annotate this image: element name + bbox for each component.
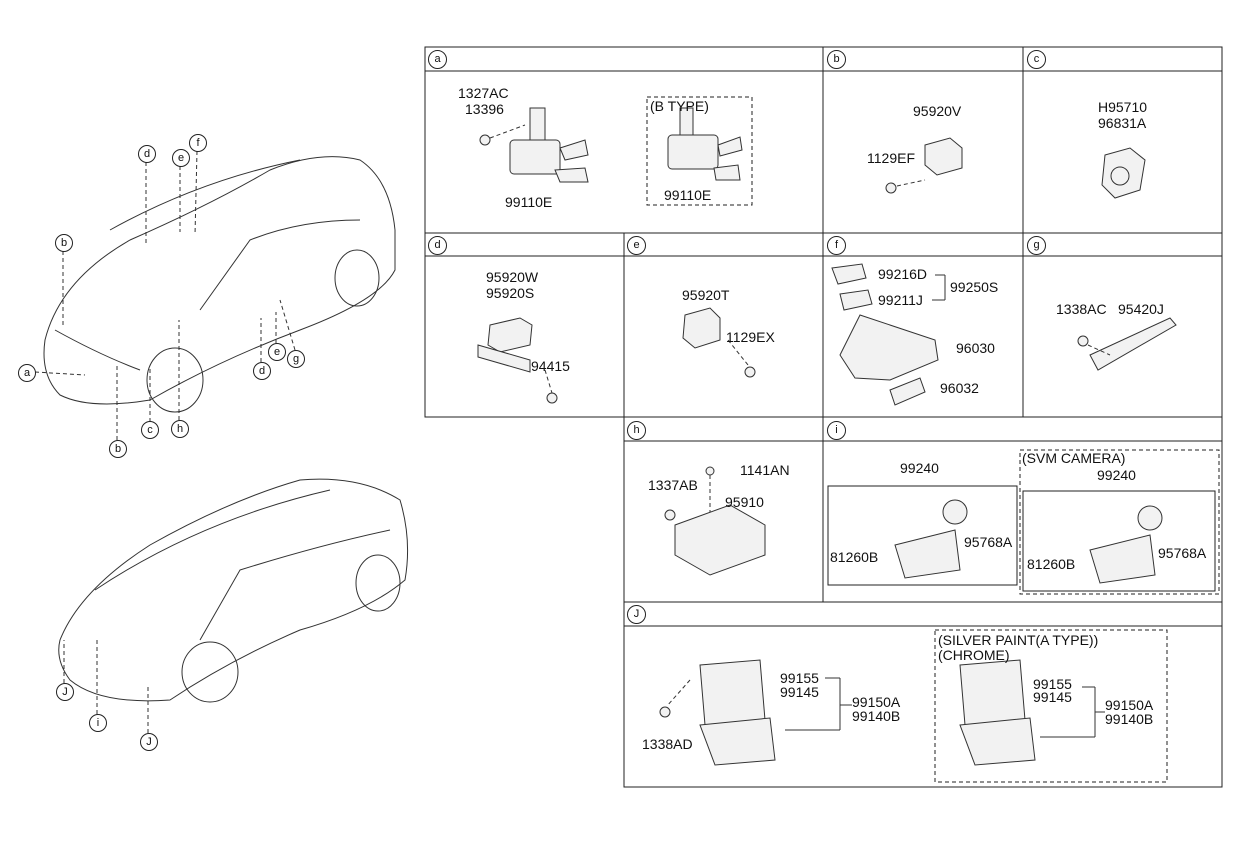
part-label: 81260B <box>1027 556 1076 572</box>
part-99155-silver <box>959 659 1026 726</box>
section-tag-j: J <box>627 605 646 624</box>
part-label: 99110E <box>505 194 553 210</box>
part-label: 1327AC <box>458 85 509 101</box>
part-99240-svm <box>1137 505 1163 531</box>
part-81260b-svm <box>1089 534 1156 584</box>
part-label: 99216D <box>878 266 928 282</box>
section-tag-b: b <box>827 50 846 69</box>
part-label: 99240 <box>900 460 939 476</box>
callout-f: f <box>189 134 207 152</box>
callout-e: e <box>268 343 286 361</box>
part-99240 <box>942 499 968 525</box>
part-label: 99110E <box>664 187 712 203</box>
part-label: 1337AB <box>648 477 698 493</box>
part-99211j <box>839 289 873 311</box>
part-label: 95920V <box>913 103 962 119</box>
chrome-label: (CHROME) <box>938 647 1010 663</box>
part-95920w <box>487 317 533 353</box>
callout-c: c <box>141 421 159 439</box>
svm-box <box>1019 449 1220 595</box>
section-tag-i: i <box>827 421 846 440</box>
part-label: 99155 <box>1033 676 1072 692</box>
section-tag-e: e <box>627 236 646 255</box>
part-label: 99250S <box>950 279 999 295</box>
callout-j: J <box>140 733 158 751</box>
callout-e: e <box>172 149 190 167</box>
part-95420j <box>1089 317 1177 371</box>
part-label: H95710 <box>1098 99 1148 115</box>
silver-paint-label: (SILVER PAINT(A TYPE)) <box>938 632 1099 648</box>
part-label: 1141AN <box>740 462 790 478</box>
part-label: 95920T <box>682 287 730 303</box>
part-81260b <box>894 529 961 579</box>
camera-box <box>827 485 1018 586</box>
part-99110e <box>509 139 561 175</box>
callout-h: h <box>171 420 189 438</box>
callout-a: a <box>18 364 36 382</box>
section-tag-c: c <box>1027 50 1046 69</box>
part-label: 96032 <box>940 380 979 396</box>
part-99150a-silver <box>959 717 1036 766</box>
part-label: 99145 <box>780 684 819 700</box>
part-96032 <box>889 377 926 406</box>
section-tag-g: g <box>1027 236 1046 255</box>
part-99110e-btype <box>667 134 719 170</box>
car-front-view <box>43 156 396 413</box>
part-label: 95920S <box>486 285 535 301</box>
part-label: 99150A <box>1105 697 1154 713</box>
part-label: 95910 <box>725 494 764 510</box>
part-label: 99145 <box>1033 689 1072 705</box>
section-tag-a: a <box>428 50 447 69</box>
callout-j: J <box>56 683 74 701</box>
part-label: 1338AC <box>1056 301 1107 317</box>
callout-b: b <box>109 440 127 458</box>
part-95920t <box>682 307 721 349</box>
part-label: 99140B <box>852 708 901 724</box>
part-label: 81260B <box>830 549 879 565</box>
part-label: 1129EF <box>867 150 915 166</box>
part-label: 95420J <box>1118 301 1164 317</box>
part-label: 99155 <box>780 670 819 686</box>
svm-inner-box <box>1022 490 1216 592</box>
part-label: 95768A <box>1158 545 1207 561</box>
part-99150a <box>699 717 776 766</box>
callout-i: i <box>89 714 107 732</box>
part-99155 <box>699 659 766 726</box>
section-tag-f: f <box>827 236 846 255</box>
part-label: 99211J <box>878 292 923 308</box>
btype-label: (B TYPE) <box>650 98 709 114</box>
part-96030 <box>839 314 939 381</box>
part-label: 99150A <box>852 694 901 710</box>
part-label: 99140B <box>1105 711 1154 727</box>
callout-d: d <box>138 145 156 163</box>
part-label: 1338AD <box>642 736 693 752</box>
part-label: 96831A <box>1098 115 1147 131</box>
part-95910 <box>674 504 766 576</box>
callout-b: b <box>55 234 73 252</box>
part-95920v <box>924 137 963 176</box>
part-label: 13396 <box>465 101 504 117</box>
part-99216d <box>831 263 867 285</box>
part-label: 1129EX <box>726 329 775 345</box>
car-rear-view <box>58 478 409 703</box>
part-label: 96030 <box>956 340 995 356</box>
section-tag-h: h <box>627 421 646 440</box>
svm-camera-label: (SVM CAMERA) <box>1022 450 1126 466</box>
btype-box <box>646 96 753 206</box>
part-label: 94415 <box>531 358 570 374</box>
table-j-frame <box>623 601 1223 788</box>
silver-box <box>934 629 1168 783</box>
part-label: 95920W <box>486 269 539 285</box>
section-tag-d: d <box>428 236 447 255</box>
callout-g: g <box>287 350 305 368</box>
part-label: 95768A <box>964 534 1013 550</box>
part-label: 99240 <box>1097 467 1136 483</box>
callout-d: d <box>253 362 271 380</box>
